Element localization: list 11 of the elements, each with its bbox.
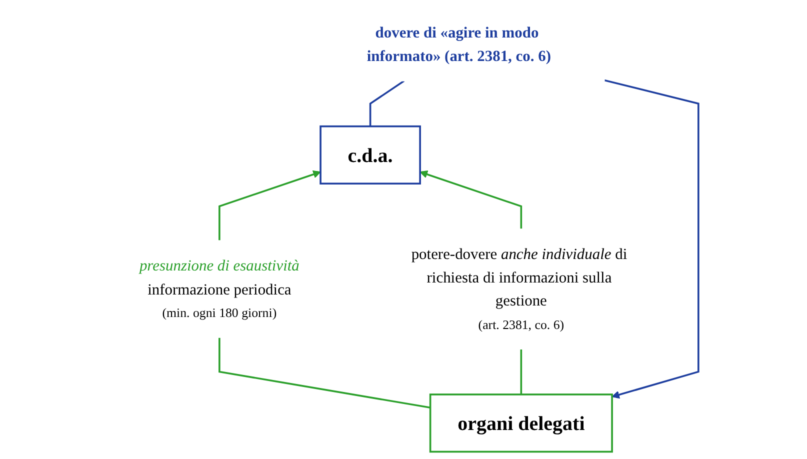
arrow <box>420 170 522 230</box>
connector <box>369 80 405 126</box>
arrow <box>604 79 700 399</box>
node-box: c.d.a. <box>320 125 421 184</box>
arrow <box>218 170 321 241</box>
connector <box>218 337 430 409</box>
node-box: organi delegati <box>429 394 613 453</box>
node-text: dovere di «agire in modo informato» (art. 2381, co. 6) <box>366 24 551 64</box>
node-text: presunzione di esaustività informazione periodica (min. ogni 180 giorni) <box>139 256 300 321</box>
connector <box>520 349 522 394</box>
node-text: potere-dovere anche individuale di richiesta di informazioni sulla gestione (art. 2381, co. 6) <box>411 245 628 332</box>
